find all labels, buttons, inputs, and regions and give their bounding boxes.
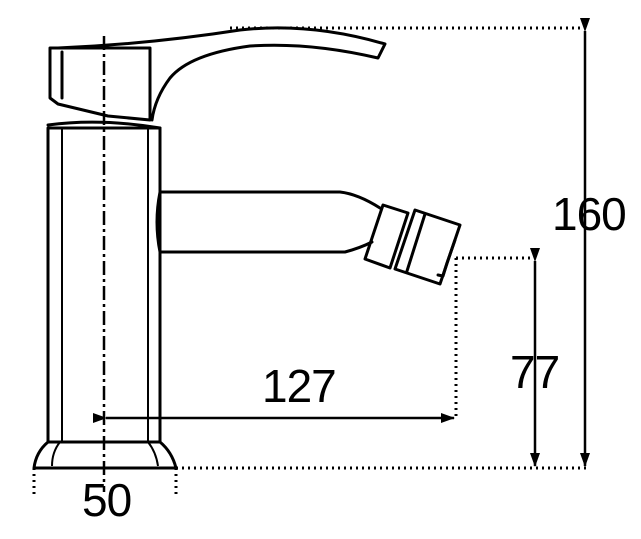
spout [155,190,382,254]
label-total-height: 160 [552,188,626,240]
label-base-diameter: 50 [82,474,131,526]
spray-nozzle [363,203,462,286]
label-spout-reach: 127 [262,360,336,412]
extension-lines [32,26,590,496]
label-spout-height: 77 [510,346,559,398]
dimension-lines [93,18,590,467]
lever-handle [46,26,387,130]
